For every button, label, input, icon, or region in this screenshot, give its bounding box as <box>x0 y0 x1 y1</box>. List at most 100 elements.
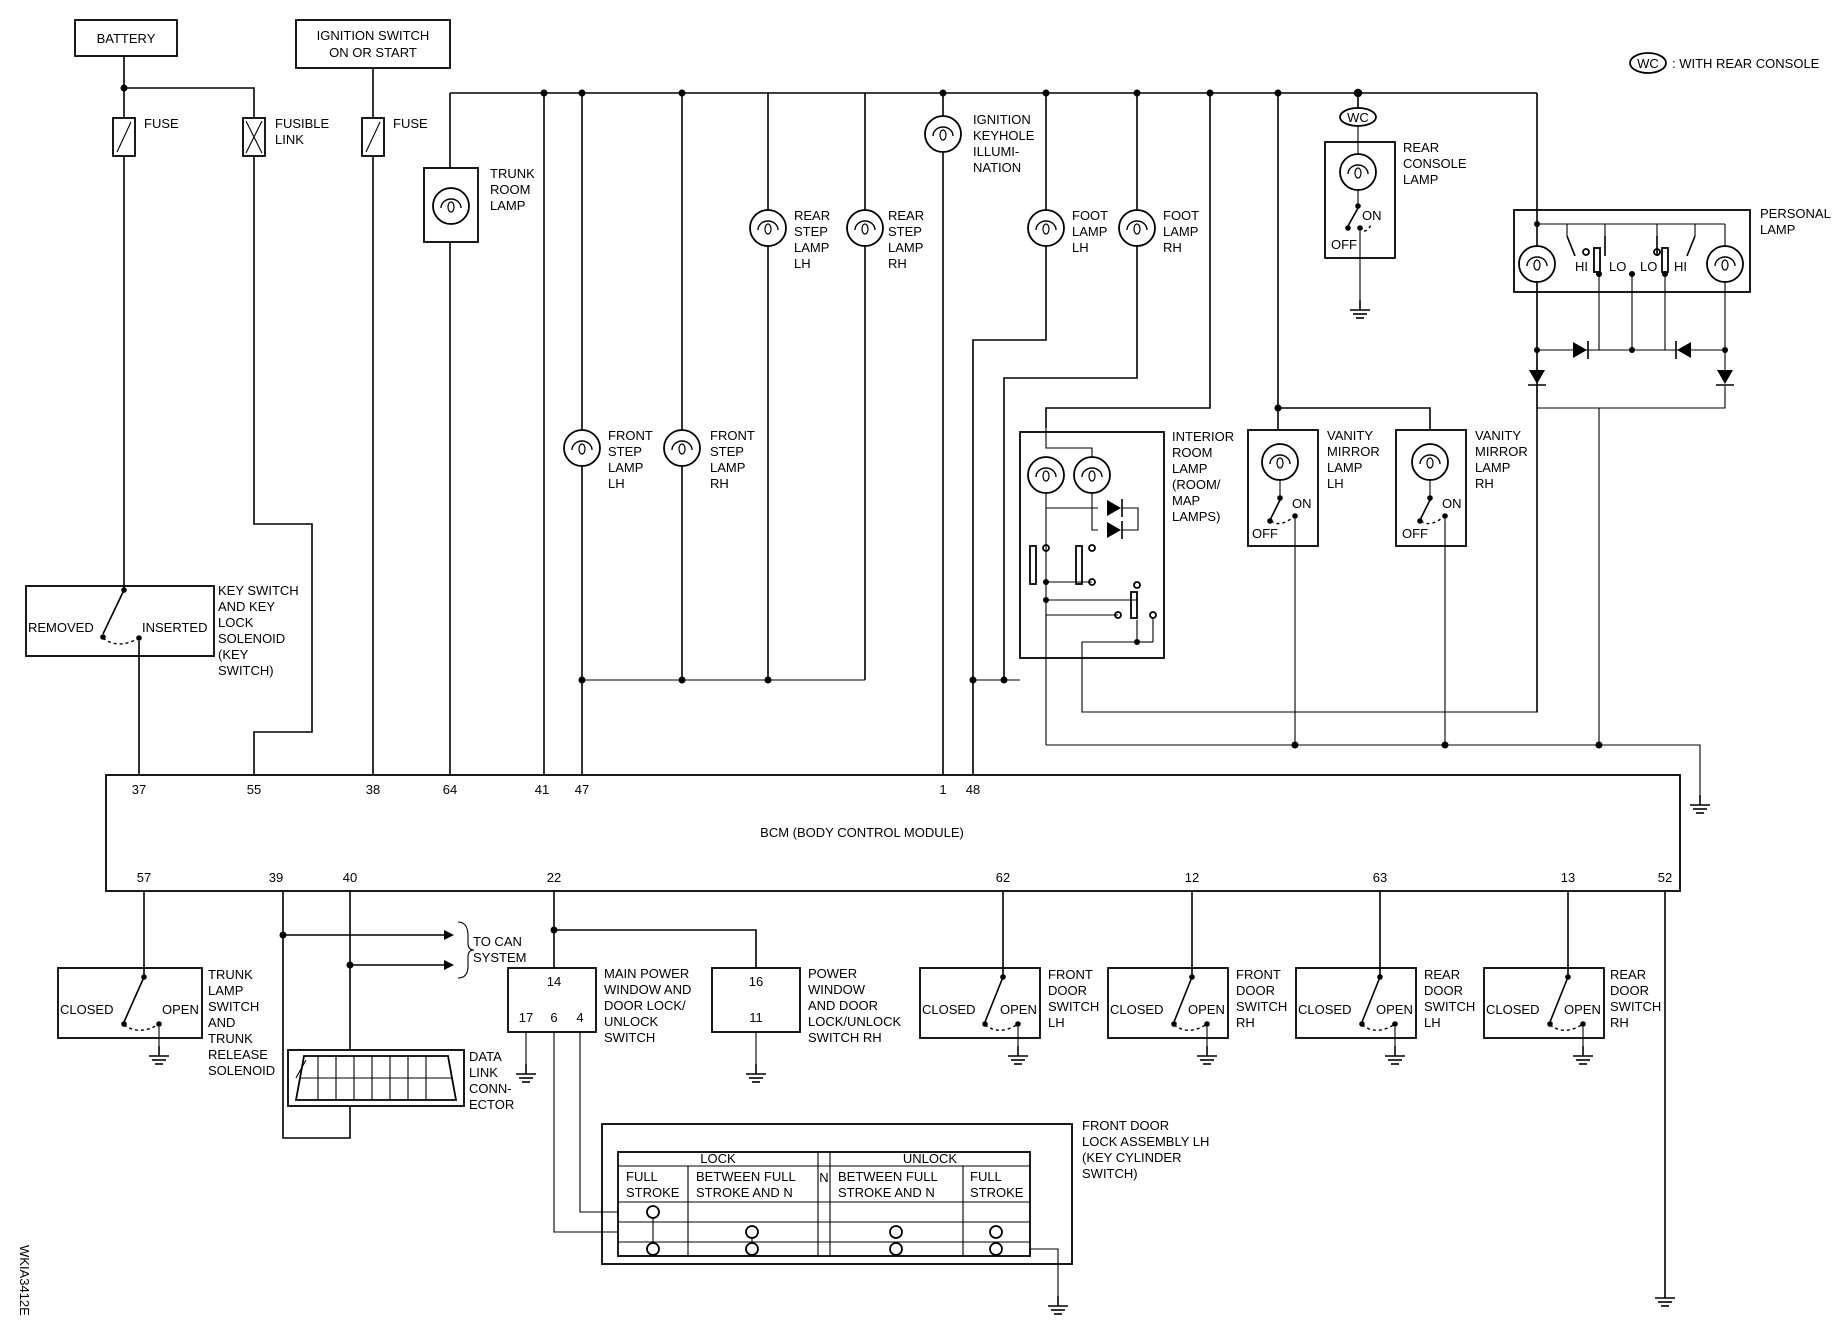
svg-text:RELEASE: RELEASE <box>208 1047 268 1062</box>
lamp-icon <box>563 429 601 467</box>
svg-text:DOOR LOCK/: DOOR LOCK/ <box>604 998 686 1013</box>
svg-text:LAMP: LAMP <box>1327 460 1362 475</box>
main-power-window-switch-box <box>507 967 597 1033</box>
svg-text:BETWEEN FULL: BETWEEN FULL <box>838 1169 938 1184</box>
svg-text:57: 57 <box>137 870 151 885</box>
svg-text:DOOR: DOOR <box>1424 983 1463 998</box>
svg-text:LO: LO <box>1609 259 1626 274</box>
front-door-switch-rh: CLOSED OPEN <box>1107 891 1229 1065</box>
svg-text:LAMP: LAMP <box>608 460 643 475</box>
svg-text:LAMP: LAMP <box>490 198 525 213</box>
vanity-mirror-lamp-rh-label: VANITY <box>1475 428 1521 443</box>
svg-text:SWITCH: SWITCH <box>1610 999 1661 1014</box>
svg-text:11: 11 <box>749 1010 763 1025</box>
svg-text:UNLOCK: UNLOCK <box>903 1151 958 1166</box>
svg-text:SWITCH): SWITCH) <box>218 663 274 678</box>
data-link-connector <box>287 1049 465 1107</box>
diode-icon <box>1715 369 1735 386</box>
ignition-switch: IGNITION SWITCH ON OR START <box>295 19 451 69</box>
svg-text:OPEN: OPEN <box>1564 1002 1601 1017</box>
svg-text:CLOSED: CLOSED <box>1110 1002 1163 1017</box>
ground-icon <box>148 1045 170 1065</box>
ground-icon <box>515 1063 537 1083</box>
svg-text:STROKE: STROKE <box>970 1185 1024 1200</box>
svg-text:LAMP: LAMP <box>1163 224 1198 239</box>
svg-text:LAMP: LAMP <box>1475 460 1510 475</box>
svg-text:OPEN: OPEN <box>1188 1002 1225 1017</box>
svg-text:STEP: STEP <box>608 444 642 459</box>
svg-text:(ROOM/: (ROOM/ <box>1172 477 1221 492</box>
svg-text:LH: LH <box>1072 240 1089 255</box>
lamp-icon <box>1027 456 1065 494</box>
svg-text:AND KEY: AND KEY <box>218 599 275 614</box>
svg-text:BETWEEN FULL: BETWEEN FULL <box>696 1169 796 1184</box>
svg-text:RH: RH <box>888 256 907 271</box>
legend-symbol: WC <box>1637 56 1659 71</box>
ground-icon <box>1047 1295 1069 1315</box>
lamp-icon <box>1411 443 1449 481</box>
svg-text:13: 13 <box>1561 870 1575 885</box>
ground-icon <box>1349 299 1371 319</box>
svg-text:LH: LH <box>794 256 811 271</box>
svg-text:6: 6 <box>550 1010 557 1025</box>
svg-text:CLOSED: CLOSED <box>60 1002 113 1017</box>
svg-text:STROKE AND N: STROKE AND N <box>696 1185 793 1200</box>
svg-text:38: 38 <box>366 782 380 797</box>
svg-text:64: 64 <box>443 782 457 797</box>
data-link-connector-label: DATA <box>469 1049 502 1064</box>
svg-text:DOOR: DOOR <box>1610 983 1649 998</box>
fuse-icon <box>361 117 385 157</box>
svg-text:OFF: OFF <box>1402 526 1428 541</box>
svg-text:SWITCH: SWITCH <box>1236 999 1287 1014</box>
lamp-icon <box>1261 443 1299 481</box>
power-window-switch-rh-label: POWER <box>808 966 857 981</box>
svg-text:MAP: MAP <box>1172 493 1200 508</box>
svg-text:RH: RH <box>1163 240 1182 255</box>
fusible-link-label: FUSIBLE <box>275 116 330 131</box>
foot-lamp-rh-label: FOOT <box>1163 208 1199 223</box>
svg-text:MIRROR: MIRROR <box>1327 444 1380 459</box>
front-step-lamp-rh-label: FRONT <box>710 428 755 443</box>
svg-text:CLOSED: CLOSED <box>922 1002 975 1017</box>
svg-text:LAMP: LAMP <box>1172 461 1207 476</box>
trunk-room-lamp-label: TRUNK <box>490 166 535 181</box>
fuse-label: FUSE <box>144 116 179 131</box>
front-door-switch-rh-label: FRONT <box>1236 967 1281 982</box>
svg-text:LOCK: LOCK <box>218 615 254 630</box>
main-power-window-switch-label: MAIN POWER <box>604 966 689 981</box>
rear-door-switch-rh-label: REAR <box>1610 967 1646 982</box>
svg-text:HI: HI <box>1674 259 1687 274</box>
svg-text:CLOSED: CLOSED <box>1486 1002 1539 1017</box>
svg-text:BATTERY: BATTERY <box>97 31 156 46</box>
svg-text:ECTOR: ECTOR <box>469 1097 514 1112</box>
svg-text:SWITCH: SWITCH <box>1048 999 1099 1014</box>
bcm-box <box>105 774 1681 892</box>
svg-text:41: 41 <box>535 782 549 797</box>
svg-text:55: 55 <box>247 782 261 797</box>
svg-text:LAMP: LAMP <box>794 240 829 255</box>
legend-text: : WITH REAR CONSOLE <box>1672 56 1820 71</box>
svg-text:OFF: OFF <box>1331 237 1357 252</box>
svg-text:TRUNK: TRUNK <box>208 1031 253 1046</box>
svg-text:CONSOLE: CONSOLE <box>1403 156 1467 171</box>
diode-icon <box>1106 520 1123 540</box>
lamp-icon <box>924 115 962 153</box>
trunk-lamp-switch-label: TRUNK <box>208 967 253 982</box>
svg-text:LAMP: LAMP <box>208 983 243 998</box>
figure-id: WKIA3412E <box>17 1245 32 1316</box>
svg-text:LH: LH <box>1048 1015 1065 1030</box>
lamp-icon <box>432 187 470 225</box>
svg-text:ON: ON <box>1362 208 1382 223</box>
svg-text:39: 39 <box>269 870 283 885</box>
svg-text:FULL: FULL <box>970 1169 1002 1184</box>
diode-icon <box>1675 340 1692 360</box>
svg-text:4: 4 <box>576 1010 583 1025</box>
svg-text:52: 52 <box>1658 870 1672 885</box>
lamp-icon <box>1073 456 1111 494</box>
lamp-icon <box>1118 209 1156 247</box>
rear-step-lamp-rh-label: REAR <box>888 208 924 223</box>
svg-text:(KEY: (KEY <box>218 647 249 662</box>
svg-text:OFF: OFF <box>1252 526 1278 541</box>
svg-text:LH: LH <box>608 476 625 491</box>
svg-text:16: 16 <box>749 974 763 989</box>
